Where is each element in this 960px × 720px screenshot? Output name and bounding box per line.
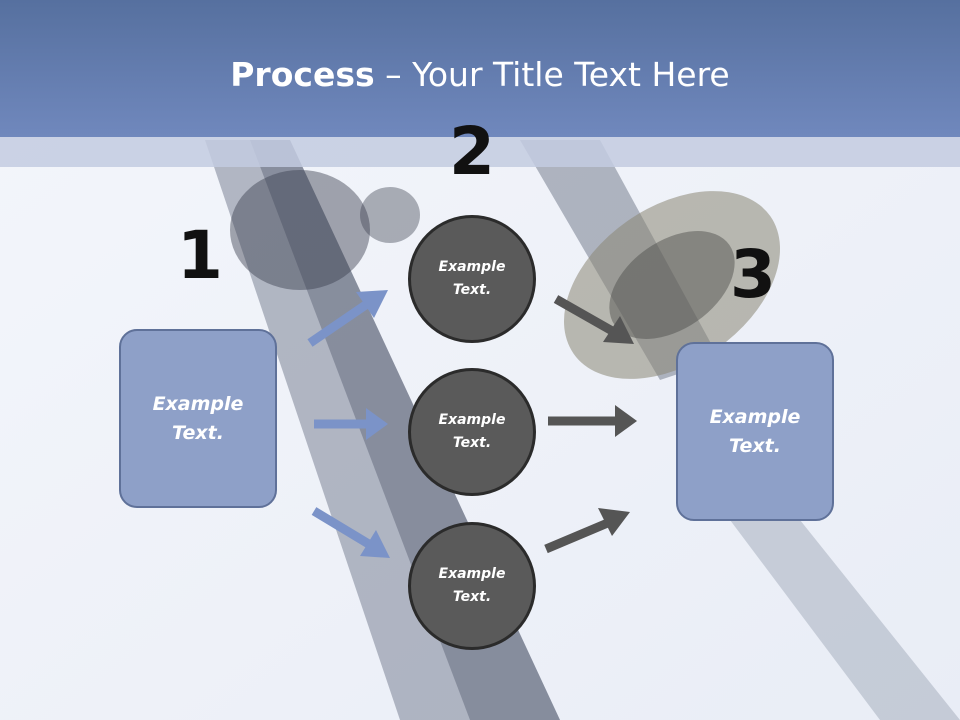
process-circle-middle[interactable]: Example Text. <box>408 368 536 496</box>
arrow-bottom-to-right[interactable] <box>544 508 630 554</box>
arrow-left-to-top[interactable] <box>307 290 388 347</box>
right-box-text: Example Text. <box>709 405 801 457</box>
left-process-box[interactable]: Example Text. <box>119 329 277 508</box>
arrow-middle-to-right[interactable] <box>548 405 637 437</box>
left-box-text: Example Text. <box>152 392 244 444</box>
title-rest-part: – Your Title Text Here <box>374 55 730 94</box>
title-bar-strip <box>0 137 960 167</box>
arrow-left-to-middle[interactable] <box>314 408 388 440</box>
title-bar <box>0 0 960 137</box>
step-number-2: 2 <box>449 113 495 190</box>
right-process-box[interactable]: Example Text. <box>676 342 834 521</box>
step-number-1: 1 <box>177 217 223 294</box>
circle-top-text: Example Text. <box>438 259 506 298</box>
slide-title[interactable]: Process – Your Title Text Here <box>0 52 960 98</box>
arrow-top-to-right[interactable] <box>553 295 634 344</box>
circle-bottom-text: Example Text. <box>438 566 506 605</box>
process-circle-bottom[interactable]: Example Text. <box>408 522 536 650</box>
process-circle-top[interactable]: Example Text. <box>408 215 536 343</box>
title-bold-part: Process <box>230 55 375 94</box>
circle-middle-text: Example Text. <box>438 412 506 451</box>
arrow-left-to-bottom[interactable] <box>311 507 390 558</box>
step-number-3: 3 <box>730 236 776 313</box>
